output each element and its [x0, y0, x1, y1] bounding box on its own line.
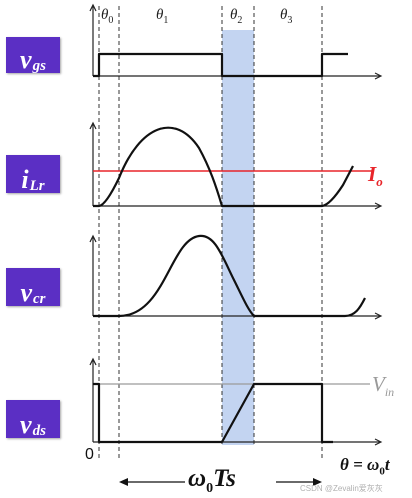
- period-label: ω0Ts: [188, 465, 236, 496]
- waveforms: [93, 52, 366, 444]
- interval-boundaries: [98, 6, 323, 458]
- theta3-label: θ3: [280, 7, 293, 26]
- theta-definition: θ = ω0t: [340, 455, 390, 478]
- period-arrow: [119, 478, 322, 486]
- watermark: CSDN @Zevalin爱灰灰: [300, 484, 383, 493]
- theta0-label: θ0: [101, 7, 114, 26]
- vds-waveform: [93, 382, 333, 444]
- vgs-waveform: [93, 52, 348, 78]
- theta2-highlight: [222, 30, 254, 445]
- vcr-waveform: [93, 234, 366, 318]
- io-label: Io: [368, 162, 383, 190]
- theta2-label: θ2: [230, 7, 243, 26]
- origin-label: 0: [85, 446, 94, 463]
- vin-label: Vin: [372, 372, 395, 400]
- theta1-label: θ1: [156, 7, 169, 26]
- ilr-waveform: [93, 126, 354, 208]
